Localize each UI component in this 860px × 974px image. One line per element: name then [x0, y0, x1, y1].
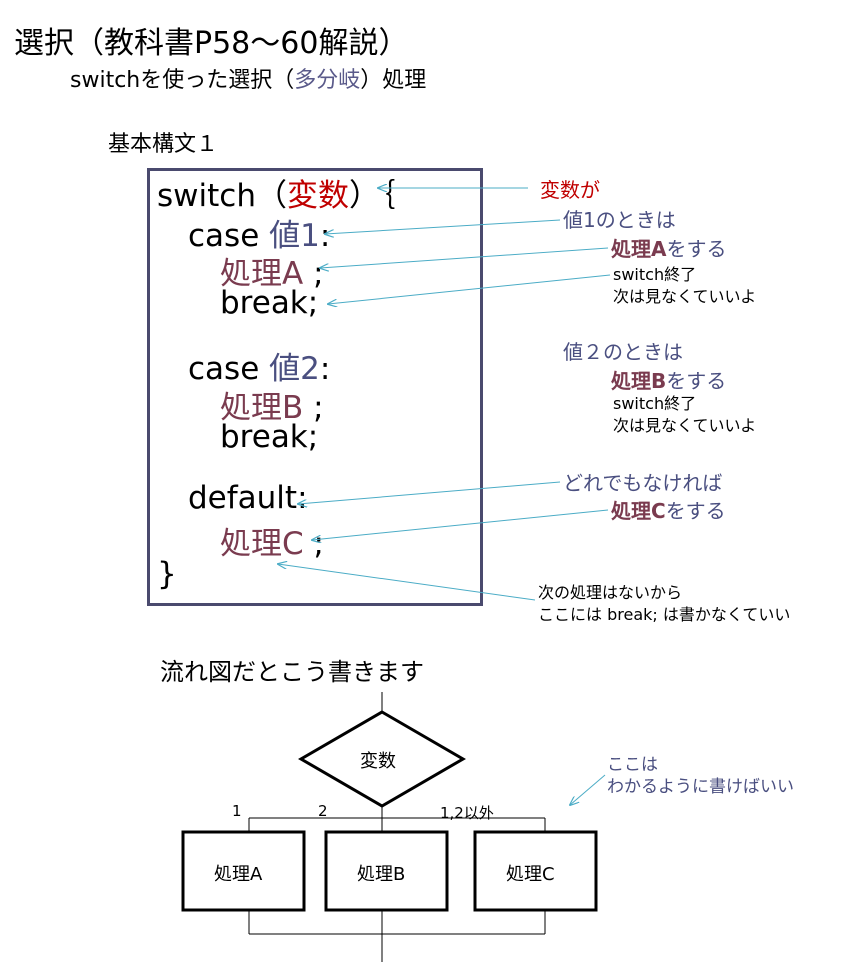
code-line-default: default: — [188, 480, 308, 516]
flow-note-b: わかるように書けばいい — [607, 777, 794, 797]
flow-box-a — [181, 830, 306, 912]
note-procB-rest: をする — [666, 369, 727, 393]
code-semicolon: ; — [303, 390, 324, 426]
page-subtitle: switchを使った選択（多分岐）処理 — [70, 62, 426, 94]
code-line-case2: case 値2: — [188, 343, 330, 388]
note-procB-bold: 処理B — [611, 369, 667, 393]
page-title: 選択（教科書P58～60解説） — [14, 26, 409, 61]
note-procC-bold: 処理C — [611, 499, 666, 523]
note-break2-a: switch終了 — [613, 394, 697, 413]
note-procC: 処理Cをする — [611, 495, 726, 524]
arrow-nobreak — [278, 564, 536, 601]
note-nobreak-b: ここには break; は書かなくていい — [538, 605, 791, 624]
flow-box-c — [473, 830, 598, 912]
note-value1: 値1のときは — [563, 208, 676, 232]
note-nobreak-a: 次の処理はないから — [538, 583, 683, 602]
note-nobreak: 次の処理はないからここには break; は書かなくていい — [538, 582, 790, 626]
code-variable: 変数 — [286, 178, 349, 214]
code-procB: 処理B — [220, 390, 304, 426]
note-procA-rest: をする — [666, 237, 727, 261]
code-line-procB: 処理B ; — [220, 382, 324, 427]
code-switch-kw: switch（ — [157, 178, 287, 214]
flow-decision-label: 変数 — [360, 751, 396, 772]
flow-branch-label-3: 1,2以外 — [440, 804, 494, 822]
flow-branch-label-1: 1 — [232, 802, 242, 820]
arrow-value1 — [325, 219, 561, 234]
code-case-kw: case — [188, 351, 270, 387]
arrow-procA — [320, 247, 609, 268]
code-line-switch: switch（変数）｛ — [157, 170, 395, 215]
note-procA: 処理Aをする — [611, 233, 726, 262]
flow-note-a: ここは — [607, 755, 658, 775]
note-procA-bold: 処理A — [611, 237, 667, 261]
note-procC-rest: をする — [665, 499, 726, 523]
code-switch-end: ）｛ — [348, 178, 396, 214]
code-line-procA: 処理A ; — [220, 248, 324, 293]
subtitle-highlight: 多分岐 — [294, 68, 361, 93]
subtitle-pre: switchを使った選択（ — [70, 68, 295, 93]
arrow-procC — [312, 509, 609, 540]
code-line-break2: break; — [220, 419, 319, 455]
arrow-default — [298, 481, 561, 504]
flow-box-a-label: 処理A — [214, 864, 263, 885]
code-line-procC: 処理C ; — [220, 518, 324, 563]
code-colon: : — [319, 351, 331, 387]
note-value2: 値２のときは — [563, 340, 683, 364]
code-procA: 処理A — [220, 256, 304, 292]
note-variable: 変数が — [540, 178, 600, 202]
flowchart-label: 流れ図だとこう書きます — [160, 658, 424, 686]
flow-box-c-label: 処理C — [506, 864, 555, 885]
note-break2-b: 次は見なくていいよ — [613, 416, 757, 435]
code-line-close: } — [157, 556, 177, 592]
code-line-case1: case 値1: — [188, 210, 330, 255]
note-default: どれでもなければ — [563, 471, 723, 495]
subtitle-post: ）処理 — [360, 68, 427, 93]
code-procC: 処理C — [220, 526, 304, 562]
flow-branch-label-2: 2 — [318, 802, 328, 820]
note-procB: 処理Bをする — [611, 365, 726, 394]
code-semicolon: ; — [303, 256, 324, 292]
flow-box-b-label: 処理B — [357, 864, 406, 885]
note-break1: switch終了次は見なくていいよ — [613, 264, 756, 308]
flow-box-b — [324, 830, 449, 912]
arrow-flow-note — [570, 774, 606, 805]
syntax-label: 基本構文１ — [108, 132, 219, 157]
flow-note: ここはわかるように書けばいい — [607, 754, 794, 798]
code-box — [147, 168, 483, 606]
code-case-kw: case — [188, 218, 270, 254]
note-break2: switch終了次は見なくていいよ — [613, 393, 756, 437]
code-value2: 値2 — [269, 351, 320, 387]
code-semicolon: ; — [303, 526, 324, 562]
arrow-break1 — [328, 274, 611, 304]
note-break1-b: 次は見なくていいよ — [613, 287, 757, 306]
code-value1: 値1 — [269, 218, 320, 254]
code-line-break1: break; — [220, 285, 319, 321]
note-break1-a: switch終了 — [613, 265, 697, 284]
